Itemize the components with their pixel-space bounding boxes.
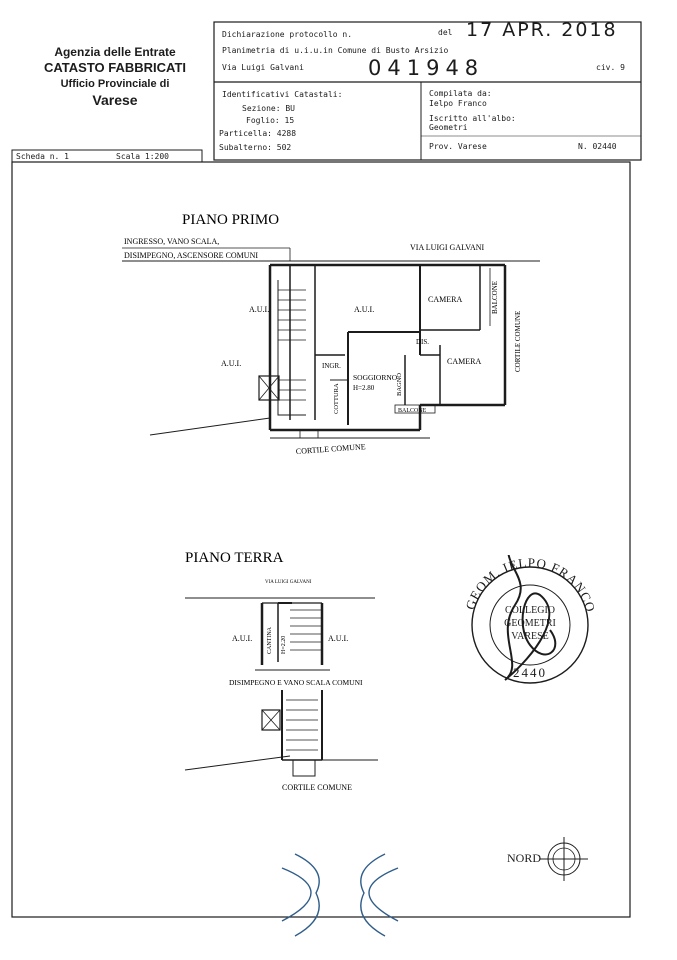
compilata-name: Ielpo Franco	[429, 99, 487, 108]
plan-walls-terra	[184, 597, 378, 777]
agency-name: Agenzia delle Entrate	[54, 45, 176, 59]
stamp-center-2: GEOMETRI	[504, 618, 556, 629]
cantina-height: H=2.20	[281, 636, 287, 654]
balcone-label-vertical: BALCONE	[491, 281, 499, 314]
disimpegno-label: DISIMPEGNO E VANO SCALA COMUNI	[229, 678, 363, 687]
aui-label-terra-1: A.U.I.	[232, 634, 252, 643]
watermark-logo	[281, 853, 399, 937]
street-line: Via Luigi Galvani	[222, 63, 304, 72]
sezione: Sezione: BU	[242, 104, 295, 113]
cantina-label: CANTINA	[267, 626, 273, 654]
agency-department: CATASTO FABBRICATI	[43, 60, 187, 75]
professional-stamp: GEOM. IELPO FRANCO COLLEGIO GEOMETRI VAR…	[462, 555, 598, 684]
ingr-label: INGR.	[322, 362, 341, 370]
aui-label-terra-2: A.U.I.	[328, 634, 348, 643]
stamp-center-1: COLLEGIO	[505, 605, 555, 616]
particella: Particella: 4288	[219, 129, 297, 138]
camera-label-2: CAMERA	[447, 357, 481, 366]
foglio: Foglio: 15	[246, 116, 295, 125]
iscritto-label: Iscritto all'albo:	[429, 114, 516, 123]
piano-primo-title: PIANO PRIMO	[182, 212, 279, 228]
protocol-label: Dichiarazione protocollo n.	[222, 30, 353, 39]
dis-label: DIS.	[416, 338, 429, 346]
aui-label-1: A.U.I.	[249, 305, 269, 314]
cortile-comune-terra: CORTILE COMUNE	[282, 783, 352, 792]
albo-number: N. 02440	[578, 142, 617, 151]
scale-label: Scala 1:200	[116, 152, 169, 161]
soggiorno-label: SOGGIORNO	[353, 373, 398, 382]
subalterno: Subalterno: 502	[219, 143, 292, 152]
ingresso-label-2: DISIMPEGNO, ASCENSORE COMUNI	[124, 251, 258, 260]
cortile-comune-vertical: CORTILE COMUNE	[514, 311, 522, 372]
agency-block: Agenzia delle Entrate CATASTO FABBRICATI…	[20, 44, 210, 108]
date-stamp: 17 APR. 2018	[466, 19, 618, 41]
north-arrow-icon	[540, 837, 588, 881]
province: Prov. Varese	[429, 142, 487, 151]
cottura-label: COTTURA	[333, 383, 340, 414]
balcone-label-bottom: BALCONE	[398, 408, 427, 414]
piano-terra-title: PIANO TERRA	[185, 550, 284, 566]
protocol-number: 041948	[368, 56, 485, 80]
stamp-center-3: VARESE	[511, 631, 549, 642]
stamp-number: 2440	[513, 665, 547, 680]
street-label-terra: VIA LUIGI GALVANI	[265, 580, 312, 585]
agency-office: Ufficio Provinciale di	[60, 78, 170, 90]
del-label: del	[438, 28, 453, 37]
identifiers-title: Identificativi Catastali:	[222, 90, 343, 99]
ingresso-label-1: INGRESSO, VANO SCALA,	[124, 237, 219, 246]
aui-label-2: A.U.I.	[354, 305, 374, 314]
agency-city: Varese	[92, 92, 138, 108]
room-height: H=2.80	[353, 384, 375, 392]
albo-value: Geometri	[429, 123, 468, 132]
scheda-label: Scheda n. 1	[16, 152, 69, 161]
camera-label-1: CAMERA	[428, 295, 462, 304]
compilata-label: Compilata da:	[429, 89, 492, 98]
civic-number: civ. 9	[596, 63, 625, 72]
plan-walls-primo	[122, 247, 540, 439]
street-label-primo: VIA LUIGI GALVANI	[410, 243, 485, 252]
north-label: NORD	[507, 851, 542, 865]
aui-label-3: A.U.I.	[221, 359, 241, 368]
bagno-label: BAGNO	[396, 373, 403, 396]
planimetria-line: Planimetria di u.i.u.in Comune di Busto …	[222, 46, 449, 55]
